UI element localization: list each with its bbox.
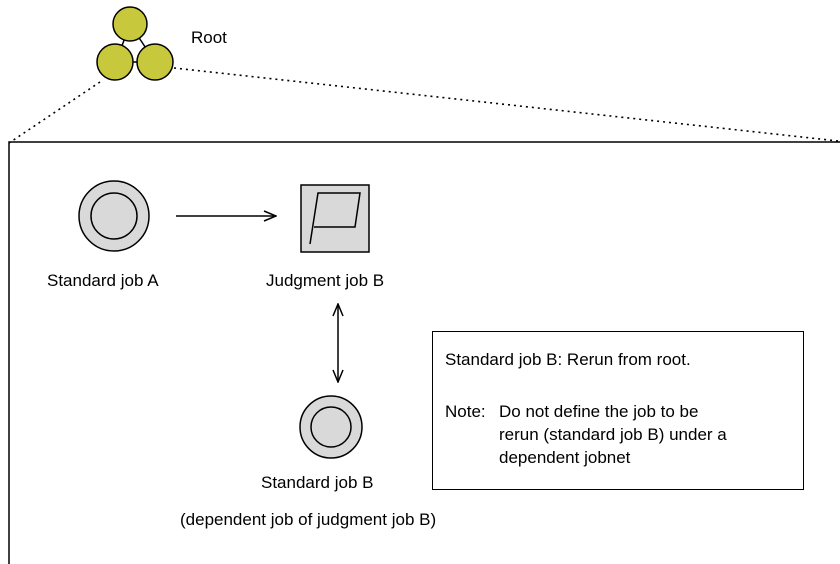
note-box: Standard job B: Rerun from root. Note: D… [432, 331, 804, 490]
expand-line-right [173, 67, 839, 142]
note-line-2: rerun (standard job B) under a [499, 425, 727, 444]
standard-job-a-label: Standard job A [47, 271, 159, 290]
standard-job-b-icon[interactable] [299, 395, 363, 459]
note-prefix: Note: [445, 402, 486, 421]
standard-job-b-label: Standard job B [261, 473, 374, 492]
note-line-1: Do not define the job to be [499, 402, 699, 421]
root-label: Root [191, 28, 227, 47]
expand-line-left [8, 81, 101, 144]
root-jobnet-icon[interactable] [96, 6, 174, 81]
standard-job-b-sublabel: (dependent job of judgment job B) [180, 510, 437, 529]
note-line-3: dependent jobnet [499, 448, 631, 467]
judgment-job-b-label: Judgment job B [266, 271, 385, 290]
judgment-job-b-icon[interactable] [300, 184, 370, 253]
jobnet-frame [8, 141, 840, 564]
note-heading: Standard job B: Rerun from root. [445, 350, 691, 369]
standard-job-a-icon[interactable] [78, 180, 150, 252]
